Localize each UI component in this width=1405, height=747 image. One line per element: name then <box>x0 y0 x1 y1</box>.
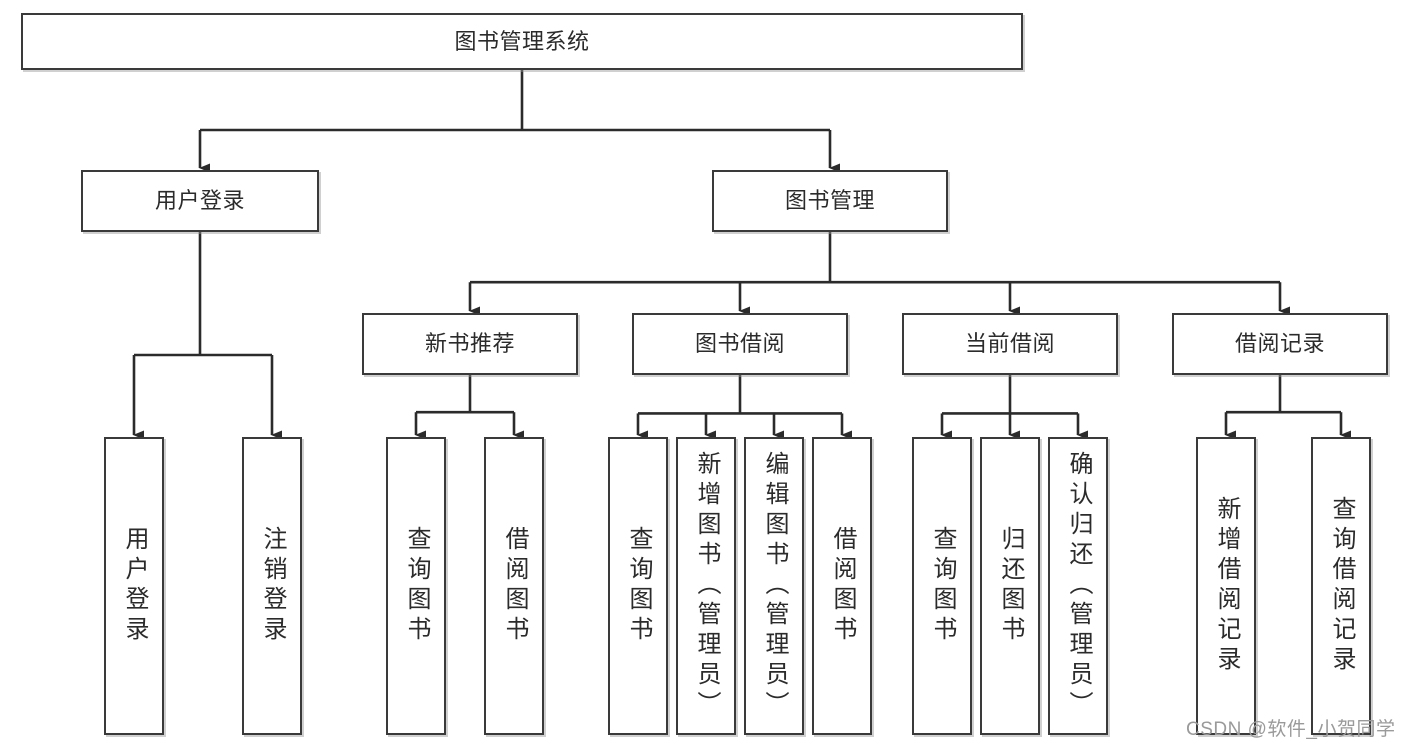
node-label-user-login: 用户登录 <box>154 188 245 214</box>
node-leaf-edit-book[interactable]: 编辑图书（管理员） <box>744 437 804 735</box>
node-label-new-book-rec: 新书推荐 <box>424 331 515 357</box>
node-label-leaf-return-book: 归还图书 <box>997 526 1024 646</box>
node-label-leaf-user-login: 用户登录 <box>121 526 148 646</box>
node-label-leaf-query-record: 查询借阅记录 <box>1328 496 1355 676</box>
node-leaf-confirm-return[interactable]: 确认归还（管理员） <box>1048 437 1108 735</box>
node-user-login[interactable]: 用户登录 <box>81 170 319 232</box>
node-label-borrow-record: 借阅记录 <box>1234 331 1325 357</box>
node-leaf-query-book-3[interactable]: 查询图书 <box>912 437 972 735</box>
node-leaf-borrow-book-2[interactable]: 借阅图书 <box>812 437 872 735</box>
node-label-leaf-borrow-book-1: 借阅图书 <box>501 526 528 646</box>
node-leaf-query-record[interactable]: 查询借阅记录 <box>1311 437 1371 735</box>
node-label-leaf-borrow-book-2: 借阅图书 <box>829 526 856 646</box>
node-book-borrow[interactable]: 图书借阅 <box>632 313 848 375</box>
node-root[interactable]: 图书管理系统 <box>21 13 1023 70</box>
node-label-leaf-user-logout: 注销登录 <box>259 526 286 646</box>
node-leaf-user-login[interactable]: 用户登录 <box>104 437 164 735</box>
node-book-manage[interactable]: 图书管理 <box>712 170 948 232</box>
node-label-root: 图书管理系统 <box>454 28 590 54</box>
node-label-leaf-confirm-return: 确认归还（管理员） <box>1065 451 1092 721</box>
node-label-leaf-add-book: 新增图书（管理员） <box>693 451 720 721</box>
node-new-book-rec[interactable]: 新书推荐 <box>362 313 578 375</box>
node-leaf-user-logout[interactable]: 注销登录 <box>242 437 302 735</box>
node-label-leaf-query-book-2: 查询图书 <box>625 526 652 646</box>
node-leaf-add-record[interactable]: 新增借阅记录 <box>1196 437 1256 735</box>
node-label-book-manage: 图书管理 <box>784 188 875 214</box>
node-current-borrow[interactable]: 当前借阅 <box>902 313 1118 375</box>
node-label-leaf-add-record: 新增借阅记录 <box>1213 496 1240 676</box>
node-label-leaf-query-book-1: 查询图书 <box>403 526 430 646</box>
node-label-book-borrow: 图书借阅 <box>694 331 785 357</box>
node-leaf-borrow-book-1[interactable]: 借阅图书 <box>484 437 544 735</box>
node-leaf-return-book[interactable]: 归还图书 <box>980 437 1040 735</box>
node-leaf-query-book-1[interactable]: 查询图书 <box>386 437 446 735</box>
node-borrow-record[interactable]: 借阅记录 <box>1172 313 1388 375</box>
node-leaf-query-book-2[interactable]: 查询图书 <box>608 437 668 735</box>
node-label-leaf-query-book-3: 查询图书 <box>929 526 956 646</box>
node-label-leaf-edit-book: 编辑图书（管理员） <box>761 451 788 721</box>
node-label-current-borrow: 当前借阅 <box>964 331 1055 357</box>
node-leaf-add-book[interactable]: 新增图书（管理员） <box>676 437 736 735</box>
